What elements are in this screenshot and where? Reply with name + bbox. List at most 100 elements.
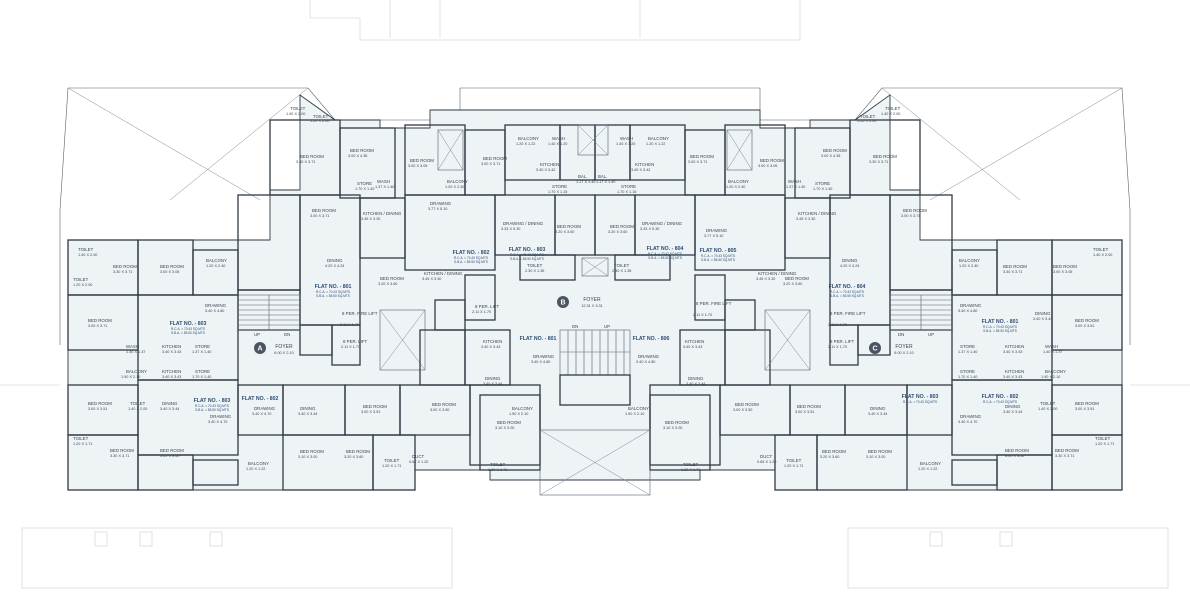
svg-text:WASH: WASH: [1045, 344, 1058, 349]
svg-text:FLAT NO. - 801: FLAT NO. - 801: [520, 336, 557, 342]
svg-text:12.31 X 3.31: 12.31 X 3.31: [581, 304, 603, 308]
wing-marker-a: A: [254, 342, 266, 354]
svg-text:3.40 X 3.43: 3.40 X 3.43: [162, 350, 181, 354]
svg-text:DUCT: DUCT: [412, 454, 425, 459]
svg-text:3.45 X 3.30: 3.45 X 3.30: [361, 217, 380, 221]
svg-text:TOILET: TOILET: [1095, 436, 1111, 441]
foyer-right: FOYER 6.00 X 2.10: [894, 344, 913, 355]
wing-right: [719, 119, 1123, 491]
svg-text:3.33 X 5.30: 3.33 X 5.30: [501, 227, 520, 231]
svg-text:8 PER. LIFT: 8 PER. LIFT: [830, 339, 854, 344]
svg-text:BED ROOM: BED ROOM: [380, 276, 404, 281]
svg-text:TOILET: TOILET: [73, 277, 89, 282]
svg-text:3.40 X 3.44: 3.40 X 3.44: [868, 412, 887, 416]
svg-text:TOILET: TOILET: [78, 247, 94, 252]
svg-text:1.20 X 2.00: 1.20 X 2.00: [73, 283, 92, 287]
svg-text:1.20 X 1.22: 1.20 X 1.22: [516, 142, 535, 146]
svg-text:BED ROOM: BED ROOM: [1055, 448, 1079, 453]
svg-text:TOILET: TOILET: [683, 462, 699, 467]
foyer-center: FOYER 12.31 X 3.31: [581, 297, 603, 308]
svg-text:WASH: WASH: [788, 179, 801, 184]
svg-text:1.17 X 1.40: 1.17 X 1.40: [576, 180, 595, 184]
flat-label-804: FLAT NO. - 804 R.C.A. = 70.43 SQ.MTS S.B…: [647, 246, 684, 260]
svg-text:BAL.: BAL.: [598, 174, 608, 179]
svg-text:FLAT NO. - 803: FLAT NO. - 803: [509, 247, 546, 253]
svg-text:FLAT NO. - 804: FLAT NO. - 804: [829, 284, 866, 290]
svg-text:3.40 X 4.70: 3.40 X 4.70: [252, 412, 271, 416]
svg-text:TOILET: TOILET: [885, 106, 901, 111]
svg-text:1.40 X 2.00: 1.40 X 2.00: [881, 112, 900, 116]
svg-text:3.30 X 3.71: 3.30 X 3.71: [869, 160, 888, 164]
svg-text:KITCHEN: KITCHEN: [162, 344, 181, 349]
svg-text:DUCT: DUCT: [760, 454, 773, 459]
svg-text:R.C.A. = 70.43 SQ.MTS: R.C.A. = 70.43 SQ.MTS: [195, 404, 229, 408]
svg-text:BED ROOM: BED ROOM: [432, 402, 456, 407]
svg-text:2.30 X 1.35: 2.30 X 1.35: [525, 269, 544, 273]
flat-label-803-center: FLAT NO. - 803 R.C.A. = 70.43 SQ.MTS S.B…: [509, 247, 546, 261]
flat-label-803-left: FLAT NO. - 803 R.C.A. = 70.43 SQ.MTS S.B…: [170, 321, 207, 335]
svg-text:BED ROOM: BED ROOM: [497, 420, 521, 425]
svg-text:1.70 X 1.15: 1.70 X 1.15: [548, 190, 567, 194]
svg-text:1.40 X 2.00: 1.40 X 2.00: [128, 407, 147, 411]
svg-text:WASH: WASH: [126, 344, 139, 349]
svg-text:BED ROOM: BED ROOM: [873, 154, 897, 159]
svg-text:A: A: [257, 346, 262, 353]
svg-text:TOILET: TOILET: [290, 106, 306, 111]
svg-text:BALCONY: BALCONY: [920, 461, 941, 466]
svg-text:TOILET: TOILET: [313, 114, 329, 119]
svg-text:FLAT NO. - 803: FLAT NO. - 803: [902, 394, 939, 400]
svg-text:3.40 X 3.43: 3.40 X 3.43: [1003, 375, 1022, 379]
svg-text:TOILET: TOILET: [614, 263, 630, 268]
svg-text:3.10 X 3.00: 3.10 X 3.00: [495, 426, 514, 430]
svg-text:S.B.A. = 85.50 SQ.MTS: S.B.A. = 85.50 SQ.MTS: [195, 408, 229, 412]
svg-text:BED ROOM: BED ROOM: [785, 276, 809, 281]
svg-text:6.00 X 2.10: 6.00 X 2.10: [274, 351, 293, 355]
svg-text:BALCONY: BALCONY: [518, 136, 539, 141]
svg-text:BED ROOM: BED ROOM: [610, 224, 634, 229]
svg-text:DRAWING: DRAWING: [706, 228, 728, 233]
svg-text:FLAT NO. - 804: FLAT NO. - 804: [647, 246, 684, 252]
svg-text:8 PER. FIRE LIFT: 8 PER. FIRE LIFT: [830, 311, 866, 316]
svg-text:FOYER: FOYER: [275, 344, 293, 350]
svg-text:8 PER. LIFT: 8 PER. LIFT: [343, 339, 367, 344]
svg-text:BALCONY: BALCONY: [1045, 369, 1066, 374]
svg-text:BED ROOM: BED ROOM: [690, 154, 714, 159]
svg-text:0.65 X 1.20: 0.65 X 1.20: [757, 460, 776, 464]
svg-text:1.20 X 1.71: 1.20 X 1.71: [681, 468, 700, 472]
svg-text:TOILET: TOILET: [73, 436, 89, 441]
svg-text:R.C.A. = 70.43 SQ.MTS: R.C.A. = 70.43 SQ.MTS: [903, 400, 937, 404]
svg-text:3.30 X 3.71: 3.30 X 3.71: [113, 270, 132, 274]
svg-text:BED ROOM: BED ROOM: [312, 208, 336, 213]
stair-dn-right: DN: [898, 332, 904, 337]
svg-text:STORE: STORE: [960, 344, 975, 349]
svg-text:3.00 X 3.05: 3.00 X 3.05: [758, 164, 777, 168]
svg-text:KITCHEN: KITCHEN: [685, 339, 704, 344]
svg-text:STORE: STORE: [621, 184, 636, 189]
